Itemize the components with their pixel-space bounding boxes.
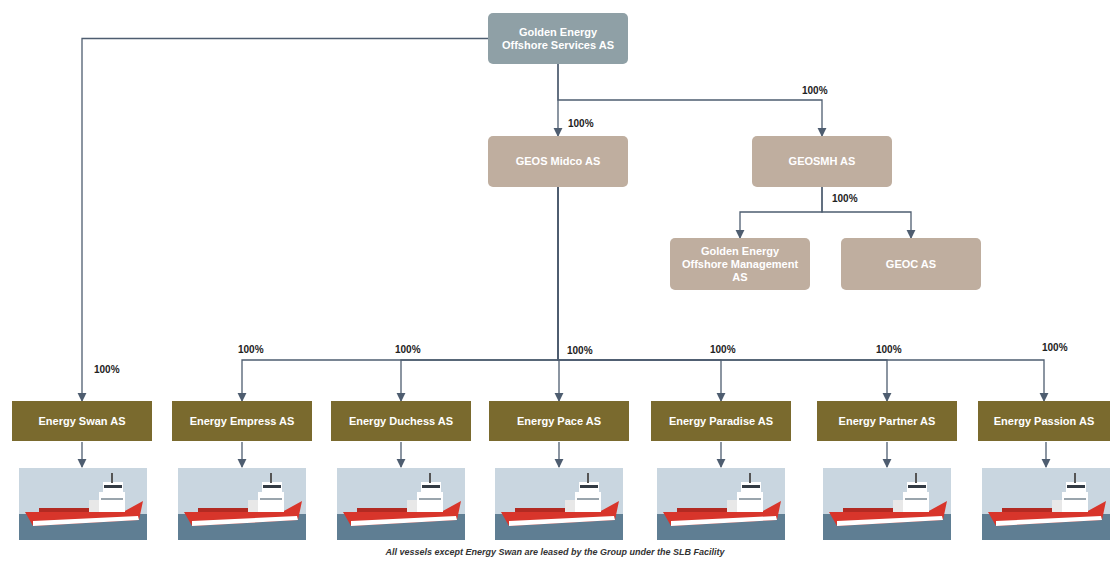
ownership-percent: 100% <box>566 118 596 130</box>
ownership-connector <box>558 187 887 401</box>
box-label: Energy Paradise AS <box>669 415 773 428</box>
ownership-connector <box>401 187 558 401</box>
ownership-percent: 100% <box>830 193 860 205</box>
ownership-percent: 100% <box>874 344 904 356</box>
subsidiary-box: GEOSMH AS <box>752 136 892 187</box>
ship-photo <box>337 468 465 540</box>
vessel-company-box: Energy Duchess AS <box>331 401 471 441</box>
box-label: GEOS Midco AS <box>516 155 601 168</box>
ownership-connector <box>822 187 911 238</box>
vessel-company-box: Energy Passion AS <box>978 401 1110 441</box>
ownership-connector <box>740 187 822 238</box>
subsidiary-box: GEOS Midco AS <box>488 136 628 187</box>
ownership-percent: 100% <box>565 345 595 357</box>
ownership-connector <box>242 187 558 401</box>
caption: All vessels except Energy Swan are lease… <box>0 547 1110 557</box>
parent-company-box: Golden Energy Offshore Services AS <box>488 13 628 64</box>
ownership-connector <box>558 187 721 401</box>
photo-arrows <box>82 442 1046 467</box>
vessel-company-box: Energy Paradise AS <box>651 401 791 441</box>
ship-photo <box>495 468 623 540</box>
box-label: GEOC AS <box>886 258 936 271</box>
box-label: Energy Empress AS <box>190 415 295 428</box>
box-label: Golden Energy Offshore Management AS <box>678 245 802 284</box>
box-label: Energy Partner AS <box>839 415 936 428</box>
ship-photo <box>19 468 147 540</box>
ownership-connector <box>82 39 488 402</box>
ownership-percent: 100% <box>1040 342 1070 354</box>
box-label: Golden Energy Offshore Services AS <box>496 26 620 52</box>
vessel-company-box: Energy Empress AS <box>172 401 312 441</box>
ship-photo <box>823 468 951 540</box>
box-label: GEOSMH AS <box>789 155 856 168</box>
ship-photo <box>178 468 306 540</box>
ownership-percent: 100% <box>708 344 738 356</box>
box-label: Energy Duchess AS <box>349 415 453 428</box>
subsidiary-box: Golden Energy Offshore Management AS <box>670 238 810 290</box>
ownership-connector <box>558 187 1044 401</box>
box-label: Energy Swan AS <box>38 415 125 428</box>
box-label: Energy Pace AS <box>517 415 601 428</box>
ship-photo <box>657 468 785 540</box>
ownership-connector <box>558 64 822 136</box>
vessel-company-box: Energy Swan AS <box>12 401 152 441</box>
ownership-percent: 100% <box>393 344 423 356</box>
vessel-company-box: Energy Pace AS <box>489 401 629 441</box>
ownership-percent: 100% <box>800 85 830 97</box>
ownership-percent: 100% <box>236 344 266 356</box>
ship-photo <box>982 468 1110 540</box>
ownership-percent: 100% <box>92 364 122 376</box>
box-label: Energy Passion AS <box>994 415 1094 428</box>
vessel-company-box: Energy Partner AS <box>817 401 957 441</box>
subsidiary-box: GEOC AS <box>841 238 981 290</box>
